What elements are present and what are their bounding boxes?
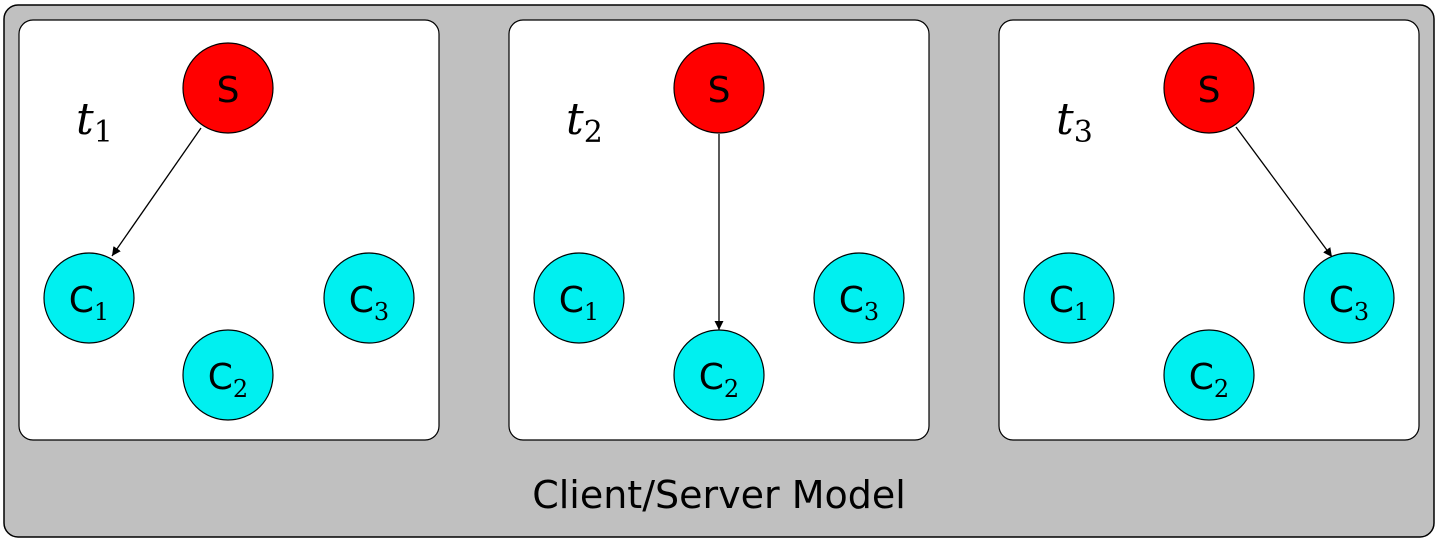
client-node-3: C3 [813,252,905,344]
client-node-1: C1 [533,252,625,344]
server-circle [182,42,274,134]
server-label: S [1198,70,1221,111]
client-label: C2 [1189,357,1229,403]
message-arrow [111,127,202,257]
server-node: S [182,42,274,134]
server-circle [1163,42,1255,134]
client-circle [182,329,274,421]
client-circle [813,252,905,344]
client-label: C2 [699,357,739,403]
time-label: t3 [1056,94,1093,150]
client-label: C1 [559,280,599,326]
time-label: t2 [566,94,603,150]
client-node-1: C1 [1023,252,1115,344]
panel-t1: t1 S C1 C2 C3 [18,19,440,441]
client-label: C3 [839,280,879,326]
time-label: t1 [76,94,113,150]
client-circle [1163,329,1255,421]
server-node: S [1163,42,1255,134]
server-node: S [673,42,765,134]
client-circle [323,252,415,344]
server-label: S [708,70,731,111]
client-label: C3 [349,280,389,326]
client-node-1: C1 [43,252,135,344]
server-label: S [217,70,240,111]
client-label: C1 [1049,280,1089,326]
message-arrow [1235,126,1333,258]
client-label: C1 [69,280,109,326]
client-circle [43,252,135,344]
panel-background [998,19,1420,441]
client-label: C2 [208,357,248,403]
panel-background [18,19,440,441]
client-circle [1303,252,1395,344]
client-node-2: C2 [182,329,274,421]
server-circle [673,42,765,134]
client-label: C3 [1329,280,1369,326]
client-circle [1023,252,1115,344]
diagram-caption: Client/Server Model [532,473,906,517]
client-circle [533,252,625,344]
client-node-3: C3 [323,252,415,344]
panel-t3: t3 S C1 C2 C3 [998,19,1420,441]
client-node-2: C2 [673,329,765,421]
panel-t2: t2 S C1 C2 C3 [508,19,930,441]
client-circle [673,329,765,421]
client-node-3: C3 [1303,252,1395,344]
client-node-2: C2 [1163,329,1255,421]
